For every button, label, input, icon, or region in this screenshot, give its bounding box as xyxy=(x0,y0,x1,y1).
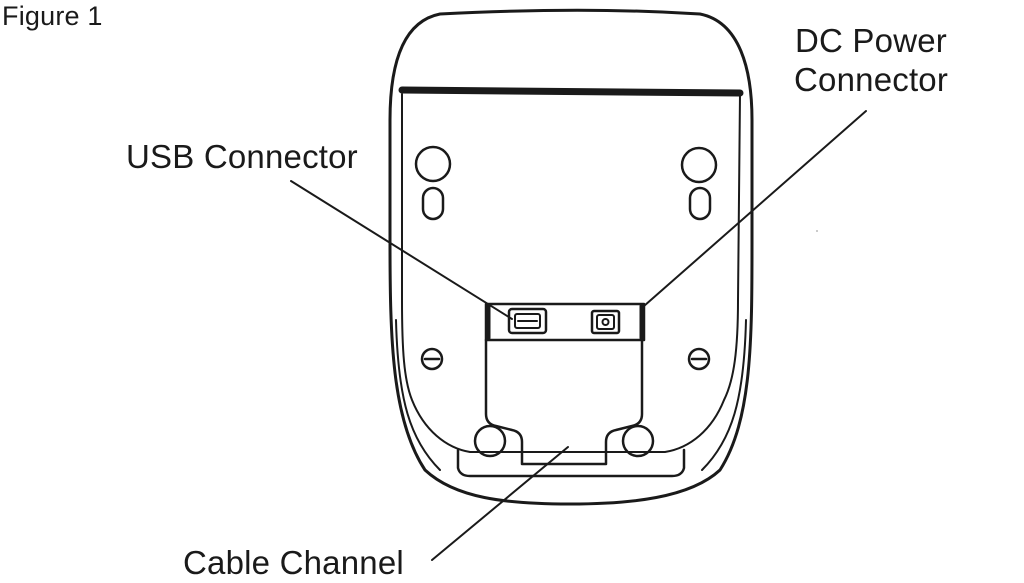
slot-hole-right xyxy=(688,186,712,221)
bottom-rail xyxy=(456,448,686,478)
screw-right xyxy=(687,347,711,371)
dc-power-label-line2: Connector xyxy=(794,61,949,98)
mount-hole-top-right xyxy=(680,146,718,184)
foot-right xyxy=(621,424,655,458)
dc-power-port xyxy=(590,309,621,335)
side-edge-left xyxy=(395,319,441,471)
usb-connector-label: USB Connector xyxy=(126,138,358,175)
cradle-outer-body xyxy=(388,8,754,506)
usb-port xyxy=(507,307,548,335)
usb-leader-line xyxy=(290,180,513,320)
dc-power-leader-line xyxy=(643,110,867,307)
side-edge-right xyxy=(701,319,747,471)
cable-channel-outline xyxy=(484,338,644,466)
screw-left xyxy=(420,347,444,371)
mount-hole-top-left xyxy=(414,145,452,183)
dc-power-label-line1: DC Power xyxy=(795,22,947,59)
stray-dot xyxy=(816,230,818,232)
figure-title: Figure 1 xyxy=(2,1,103,31)
cable-channel-leader-line xyxy=(431,446,569,561)
top-band-line xyxy=(398,86,744,97)
inner-base-plate xyxy=(401,93,741,453)
cable-channel-label: Cable Channel xyxy=(181,544,406,581)
foot-left xyxy=(473,424,507,458)
slot-hole-left xyxy=(421,186,445,221)
